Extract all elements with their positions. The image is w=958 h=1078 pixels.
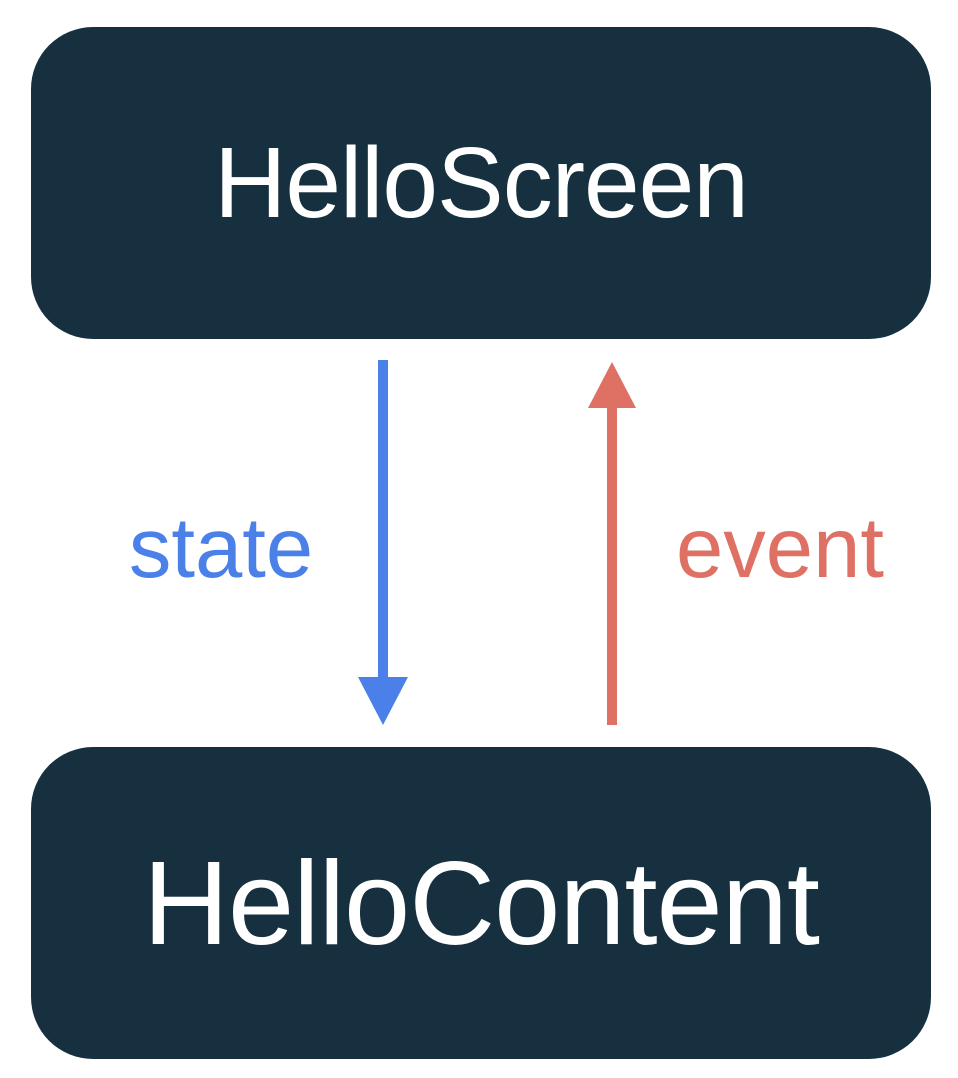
state-label: state <box>128 501 314 596</box>
event-label: event <box>676 501 884 596</box>
node-hellocontent: HelloContent <box>31 747 931 1059</box>
state-arrowhead-icon <box>358 677 408 725</box>
node-helloscreen: HelloScreen <box>31 27 931 339</box>
event-arrowhead-icon <box>588 362 636 408</box>
